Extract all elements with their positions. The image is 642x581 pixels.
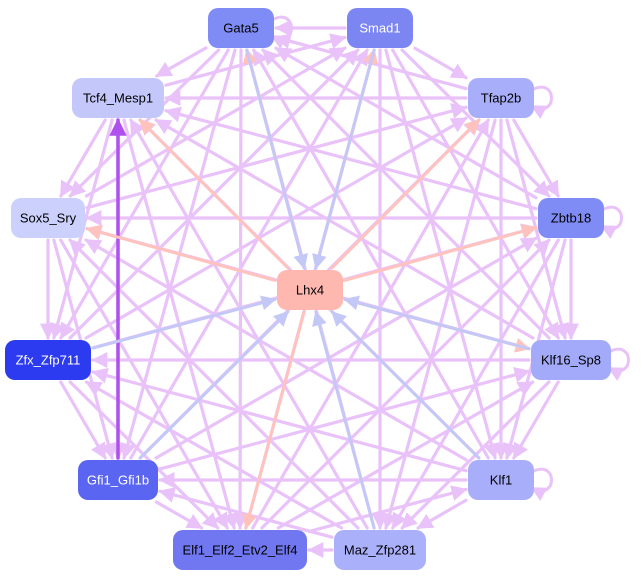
edge-from_lhx4-Lhx4-Sox5_Sry [85, 225, 277, 282]
node-box [277, 270, 343, 310]
node-label: Zfx_Zfp711 [16, 352, 81, 367]
node-label: Gata5 [223, 20, 258, 35]
node-box [538, 198, 604, 238]
node-box [347, 8, 413, 48]
node-Gata5[interactable]: Gata5 [208, 8, 274, 48]
edge-Klf16_Sp8-Tcf4_Mesp1 [154, 118, 535, 340]
edge-Elf1_Elf2_Etv2_Elf4-Klf1 [307, 485, 468, 534]
node-Sox5_Sry[interactable]: Sox5_Sry [11, 198, 85, 238]
node-box [531, 340, 611, 380]
edge-Gfi1_Gfi1b-Elf1_Elf2_Etv2_Elf4 [154, 500, 204, 530]
edge-to_lhx4-Zfx_Zfp711-Lhx4 [91, 295, 277, 350]
edge-Klf16_Sp8-Klf1 [512, 380, 560, 460]
node-box [208, 8, 274, 48]
self-loop-Klf16_Sp8 [607, 347, 630, 381]
node-Maz_Zfp281[interactable]: Maz_Zfp281 [334, 530, 426, 570]
background-edges [40, 20, 579, 558]
edge-Tcf4_Mesp1-Sox5_Sry [59, 118, 107, 198]
edge-Smad1-Tfap2b [413, 46, 468, 80]
self-loop-Zbtb18 [600, 205, 623, 239]
edge-from_lhx4-Lhx4-Zbtb18 [343, 224, 538, 282]
node-label: Tfap2b [481, 90, 521, 105]
edge-Klf1-Gata5 [252, 48, 490, 460]
node-label: Klf1 [490, 472, 512, 487]
edge-Gata5-Elf1_Elf2_Etv2_Elf4 [232, 48, 249, 530]
self-loop-Gata5 [270, 15, 293, 49]
node-Tcf4_Mesp1[interactable]: Tcf4_Mesp1 [72, 78, 164, 118]
node-Zbtb18[interactable]: Zbtb18 [538, 198, 604, 238]
edge-Sox5_Sry-Smad1 [84, 46, 347, 198]
node-Elf1_Elf2_Etv2_Elf4[interactable]: Elf1_Elf2_Etv2_Elf4 [173, 530, 307, 570]
node-box [11, 198, 85, 238]
node-label: Maz_Zfp281 [344, 542, 416, 557]
edge-to_lhx4-Gata5-Lhx4 [245, 48, 309, 270]
node-box [173, 530, 307, 570]
node-label: Zbtb18 [551, 210, 591, 225]
node-label: Smad1 [359, 20, 400, 35]
edge-Tfap2b-Zbtb18 [512, 118, 560, 198]
node-box [5, 340, 91, 380]
node-Tfap2b[interactable]: Tfap2b [468, 78, 534, 118]
edge-Klf1-Maz_Zfp281 [416, 498, 468, 530]
node-box [78, 460, 158, 500]
self-loop-Klf1 [530, 467, 553, 501]
edge-to_lhx4-Smad1-Lhx4 [312, 48, 376, 270]
edge-Zfx_Zfp711-Gfi1_Gfi1b [59, 380, 107, 460]
node-Klf1[interactable]: Klf1 [468, 460, 534, 500]
self-loop-Tfap2b [530, 85, 553, 119]
edge-Gfi1_Gfi1b-Zbtb18 [154, 236, 538, 460]
node-Klf16_Sp8[interactable]: Klf16_Sp8 [531, 340, 611, 380]
edge-Elf1_Elf2_Etv2_Elf4-Klf16_Sp8 [276, 380, 535, 530]
edge-from_lhx4-Lhx4-Tcf4_Mesp1 [138, 118, 290, 270]
edge-Gata5-Tcf4_Mesp1 [155, 46, 208, 78]
edge-from_lhx4-Lhx4-Elf1_Elf2_Etv2_Elf4 [242, 310, 306, 530]
node-label: Tcf4_Mesp1 [83, 90, 153, 105]
node-box [72, 78, 164, 118]
edge-to_lhx4-Maz_Zfp281-Lhx4 [312, 310, 376, 530]
node-box [334, 530, 426, 570]
edge-to_lhx4-Gfi1_Gfi1b-Lhx4 [138, 310, 290, 460]
edge-Zfx_Zfp711-Tfap2b [84, 116, 468, 340]
edge-Gfi1_Gfi1b-Smad1 [129, 48, 369, 460]
node-Smad1[interactable]: Smad1 [347, 8, 413, 48]
node-label: Lhx4 [296, 282, 324, 297]
self-loops [270, 15, 630, 501]
node-label: Klf16_Sp8 [541, 352, 601, 367]
node-Zfx_Zfp711[interactable]: Zfx_Zfp711 [5, 340, 91, 380]
node-Lhx4[interactable]: Lhx4 [277, 270, 343, 310]
highlight-edges [85, 48, 538, 530]
node-label: Elf1_Elf2_Etv2_Elf4 [183, 542, 298, 557]
edge-to_lhx4-Klf1-Lhx4 [330, 310, 481, 460]
node-box [468, 78, 534, 118]
node-box [468, 460, 534, 500]
node-label: Sox5_Sry [20, 210, 77, 225]
node-label: Gfi1_Gfi1b [87, 472, 149, 487]
edge-Klf1-Sox5_Sry [84, 238, 468, 462]
edge-from_lhx4-Lhx4-Tfap2b [330, 118, 481, 270]
edge-to_lhx4-Klf16_Sp8-Lhx4 [343, 295, 531, 351]
node-Gfi1_Gfi1b[interactable]: Gfi1_Gfi1b [78, 460, 158, 500]
